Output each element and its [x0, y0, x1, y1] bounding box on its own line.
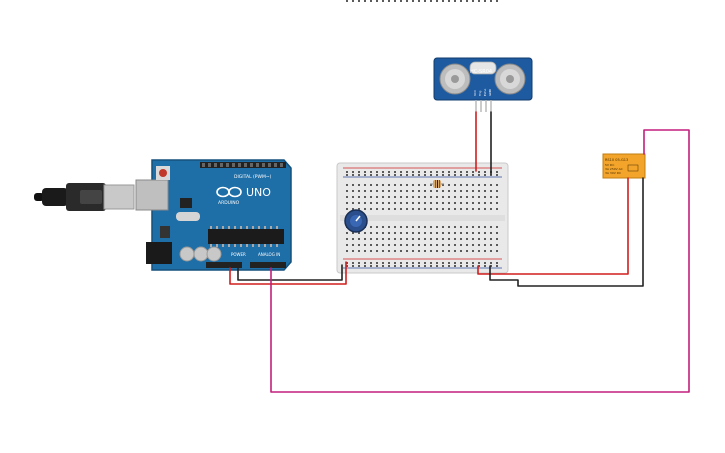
- wire-relay-ground[interactable]: [489, 177, 644, 287]
- wire-arduino-gnd[interactable]: [237, 264, 343, 281]
- wire-relay-signal[interactable]: [270, 129, 690, 393]
- sensor-pin-echo: Echo: [483, 89, 487, 96]
- relay-line-2: 3A 250V AC: [605, 167, 623, 171]
- sensor-pin-trig: Trig: [478, 91, 482, 97]
- relay-part-label: RS10 05-G13: [605, 158, 628, 162]
- potentiometer-icon[interactable]: [344, 209, 368, 233]
- breadboard[interactable]: [336, 0, 509, 274]
- relay-line-1: 5V DC: [605, 163, 614, 167]
- resistor-icon[interactable]: [430, 180, 444, 188]
- relay-line-3: 3A 30V DC: [605, 171, 621, 175]
- board-analog-label: ANALOG IN: [258, 252, 280, 257]
- wire-arduino-5v[interactable]: [229, 261, 347, 285]
- ultrasonic-sensor[interactable]: HC-SR04 VCC Trig Echo GND: [433, 57, 533, 112]
- sensor-pin-vcc: VCC: [473, 90, 477, 96]
- relay[interactable]: RS10 05-G13 5V DC 3A 250V AC 3A 30V DC: [602, 153, 646, 179]
- usb-cable-icon[interactable]: [34, 183, 135, 211]
- sensor-model-label: HC-SR04: [470, 69, 492, 75]
- board-power-label: POWER: [231, 252, 246, 257]
- board-brand-label: ARDUINO: [218, 200, 240, 206]
- wire-relay-power[interactable]: [477, 177, 629, 275]
- arduino-uno-board[interactable]: DIGITAL (PWM~) UNO ARDUINO POWER ANALOG …: [135, 159, 292, 271]
- arduino-logo-icon: [216, 186, 242, 198]
- board-digital-label: DIGITAL (PWM~): [234, 174, 272, 180]
- sensor-pin-gnd: GND: [488, 88, 492, 96]
- board-model-label: UNO: [246, 186, 271, 199]
